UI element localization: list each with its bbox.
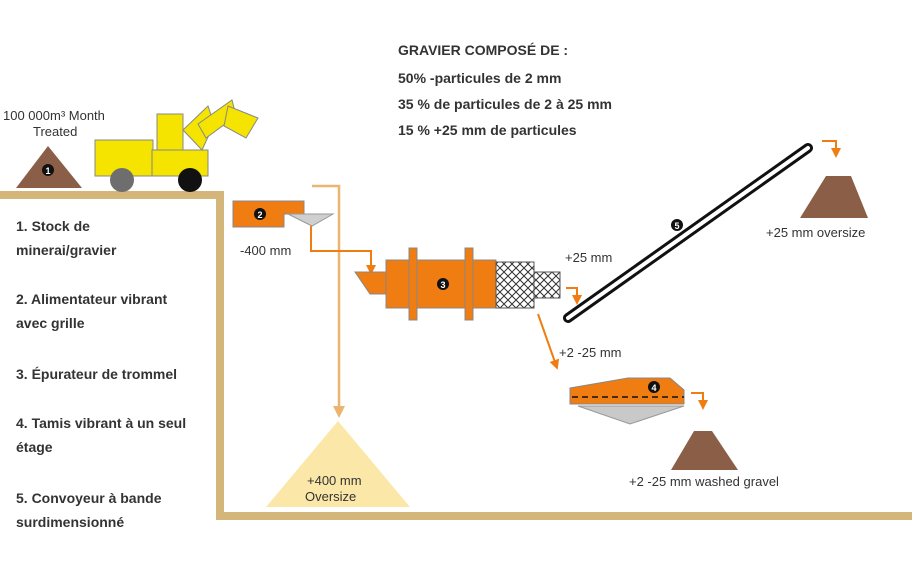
legend-item-4-line-2: étage: [16, 439, 53, 455]
washed-gravel-pile: [671, 431, 738, 470]
composition-line-3: 15 % +25 mm de particules: [398, 122, 577, 138]
legend-item-5-line-2: surdimensionné: [16, 514, 125, 530]
screen-discharge-arrow: [691, 392, 708, 410]
label-plus-25: +25 mm: [565, 250, 613, 265]
composition-line-2: 35 % de particules de 2 à 25 mm: [398, 96, 612, 112]
plus25-oversize-pile: [800, 176, 868, 218]
legend-item-1-line-1: 1. Stock de: [16, 218, 90, 234]
conveyor-discharge-arrow: [822, 140, 841, 158]
legend-item-4-line-1: 4. Tamis vibrant à un seul: [16, 415, 187, 431]
legend-item-2-line-2: avec grille: [16, 315, 85, 331]
label-plus-25-oversize: +25 mm oversize: [766, 225, 866, 240]
label-washed-gravel: +2 -25 mm washed gravel: [629, 474, 779, 489]
trommel-scrubber: [354, 247, 561, 321]
marker-5-dot: [671, 219, 683, 231]
plus25-flow-arrow: [566, 287, 582, 305]
belt-conveyor: [563, 143, 813, 323]
legend-item-2-line-1: 2. Alimentateur vibrant: [16, 291, 168, 307]
composition-line-1: 50% -particules de 2 mm: [398, 70, 562, 86]
composition-title: GRAVIER COMPOSÉ DE :: [398, 42, 569, 58]
label-minus-400: -400 mm: [240, 243, 292, 258]
marker-1-dot: [42, 164, 54, 176]
stockpile-caption-line-2: Treated: [33, 124, 78, 139]
oversize-flow-arrow: [312, 184, 345, 418]
undersize-flow-arrow: [310, 226, 376, 275]
legend-item-5-line-1: 5. Convoyeur à bande: [16, 490, 162, 506]
fines-flow-arrow: [537, 313, 560, 370]
marker-5-number: 5: [674, 221, 679, 231]
marker-4-number: 4: [651, 383, 656, 393]
marker-3-number: 3: [440, 280, 445, 290]
front-loader-icon: [94, 99, 259, 192]
oversize-400-pile: [266, 421, 410, 507]
marker-1-number: 1: [45, 166, 50, 176]
stockpile-caption-line-1: 100 000m³ Month: [3, 108, 105, 123]
label-oversize: Oversize: [305, 489, 357, 504]
vibrating-screen: [569, 377, 685, 425]
marker-3-dot: [437, 278, 449, 290]
vibrating-feeder: [232, 200, 335, 228]
label-2-25-range: +2 -25 mm: [559, 345, 622, 360]
legend-item-3: 3. Épurateur de trommel: [16, 366, 178, 382]
label-plus-400: +400 mm: [307, 473, 362, 488]
ground-line: [0, 191, 912, 520]
marker-4-dot: [648, 381, 660, 393]
marker-2-dot: [254, 208, 266, 220]
legend-item-1-line-2: minerai/gravier: [16, 242, 117, 258]
marker-2-number: 2: [257, 210, 262, 220]
